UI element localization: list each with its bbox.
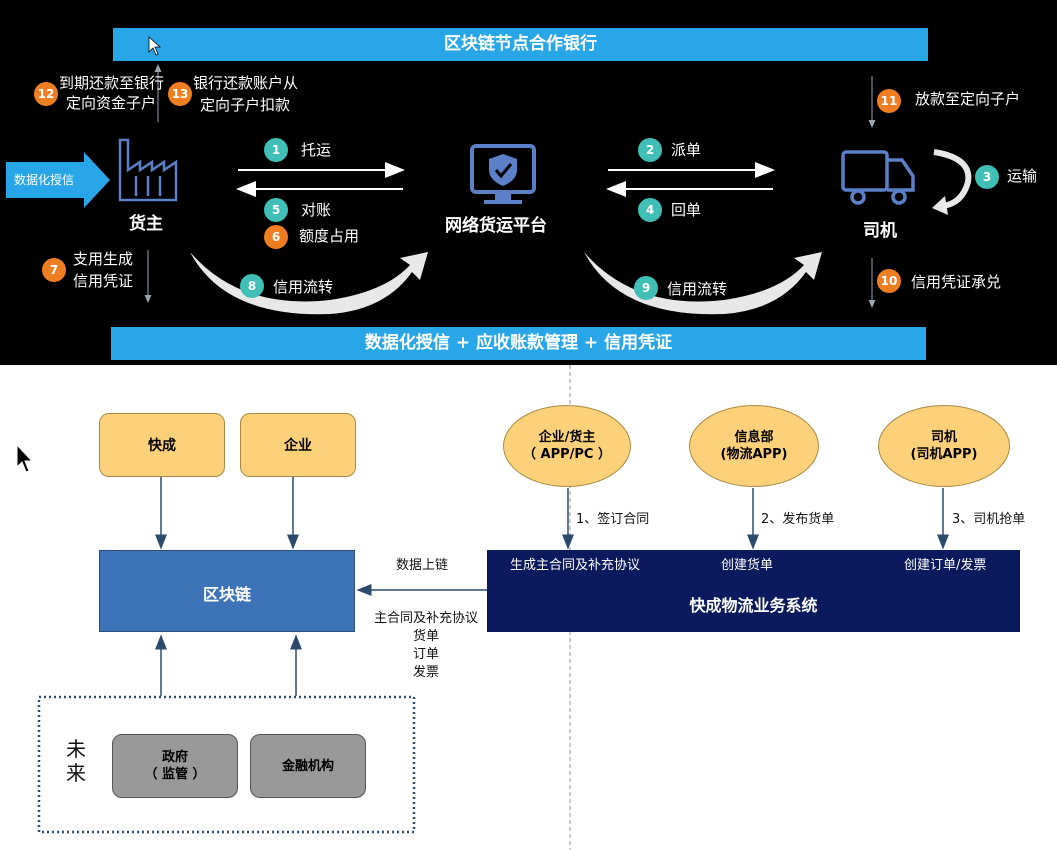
gov-line1: 政府: [161, 750, 188, 765]
step-6-badge: 6: [264, 225, 288, 249]
step-4-badge: 4: [638, 198, 662, 222]
driver-app-line1: 司机: [930, 430, 957, 445]
step3-label: 3、司机抢单: [952, 512, 1026, 527]
step-11-label: 放款至定向子户: [915, 90, 1021, 108]
future-label: 未来: [66, 737, 86, 785]
step-7-line1: 支用生成: [73, 250, 134, 268]
doc-waybill: 货单: [412, 629, 439, 644]
step-10-badge: 10: [877, 269, 901, 293]
step-4-label: 回单: [671, 201, 702, 219]
bank-bar: 区块链节点合作银行: [113, 28, 928, 61]
blockchain-label: 区块链: [202, 585, 251, 604]
step-12-line1: 到期还款至银行: [59, 74, 165, 92]
platform-label: 网络货运平台: [445, 216, 547, 236]
shipper-app-ellipse: 企业/货主 （ APP/PC ）: [503, 405, 631, 487]
step-8-badge: 8: [240, 274, 264, 298]
step-13-line1: 银行还款账户从: [193, 74, 299, 92]
gov-line2: （ 监管 ）: [144, 767, 206, 782]
step-7-badge: 7: [42, 258, 66, 282]
step-1-label: 托运: [301, 141, 332, 159]
step-13-badge: 13: [168, 82, 192, 106]
sys-item3: 创建订单/发票: [904, 558, 987, 573]
sys-item2: 创建货单: [721, 558, 774, 573]
step-2-label: 派单: [671, 141, 702, 159]
step2-label: 2、发布货单: [761, 512, 835, 527]
step-10-label: 信用凭证承兑: [911, 273, 1002, 291]
transport-arrow: [933, 149, 972, 209]
logistics-system-box: [487, 550, 1020, 632]
doc-order: 订单: [412, 647, 439, 662]
sys-item1: 生成主合同及补充协议: [510, 558, 641, 573]
credit-tag-arrow: [6, 152, 110, 208]
step-5-badge: 5: [264, 198, 288, 222]
upchain-label: 数据上链: [396, 558, 449, 573]
step-1-badge: 1: [264, 138, 288, 162]
step-8-label: 信用流转: [273, 278, 334, 296]
top-flow-diagram: [6, 36, 972, 315]
step-3-badge: 3: [975, 165, 999, 189]
step-11-badge: 11: [877, 89, 901, 113]
swoosh-8: [190, 252, 428, 315]
factory-icon: [118, 138, 178, 202]
step-5-label: 对账: [301, 201, 332, 219]
step-3-label: 运输: [1007, 167, 1038, 185]
driver-app-ellipse: 司机 (司机APP): [878, 405, 1010, 487]
blockchain-box: [99, 550, 355, 632]
cursor-icon: [148, 36, 162, 56]
step1-label: 1、签订合同: [576, 512, 650, 527]
truck-icon: [841, 150, 915, 205]
cursor-icon-2: [16, 443, 34, 473]
top-panel: 区块链节点合作银行 数据化授信 + 应收账款管理 + 信用凭证: [0, 0, 1057, 365]
step-7-line2: 信用凭证: [73, 272, 134, 290]
step-12-line2: 定向资金子户: [66, 94, 157, 112]
docs-list: 主合同及补充协议 货单 订单 发票: [366, 610, 486, 682]
kuaicheng-box: 快成: [99, 413, 225, 477]
shipper-label: 货主: [129, 214, 163, 234]
gov-box: 政府 （ 监管 ）: [112, 734, 238, 798]
driver-label: 司机: [863, 221, 897, 241]
step-2-badge: 2: [638, 138, 662, 162]
platform-shield-icon: [470, 144, 536, 204]
info-dept-line1: 信息部: [734, 430, 774, 445]
step-6-label: 额度占用: [299, 227, 360, 245]
step-12-badge: 12: [34, 82, 58, 106]
info-dept-line2: (物流APP): [720, 447, 788, 462]
doc-invoice: 发票: [412, 665, 439, 680]
driver-app-line2: (司机APP): [910, 447, 978, 462]
shipper-app-line2: （ APP/PC ）: [523, 447, 611, 462]
system-title: 快成物流业务系统: [689, 596, 818, 615]
credit-tag-label: 数据化授信: [14, 173, 75, 187]
doc-contract: 主合同及补充协议: [373, 611, 478, 626]
step-9-badge: 9: [634, 276, 658, 300]
enterprise-box: 企业: [240, 413, 356, 477]
step-13-line2: 定向子户扣款: [200, 96, 291, 114]
finance-box: 金融机构: [250, 734, 366, 798]
bottom-service-bar: 数据化授信 + 应收账款管理 + 信用凭证: [111, 327, 926, 360]
step-9-label: 信用流转: [667, 280, 728, 298]
shipper-app-line1: 企业/货主: [538, 430, 596, 445]
info-dept-ellipse: 信息部 (物流APP): [689, 405, 819, 487]
